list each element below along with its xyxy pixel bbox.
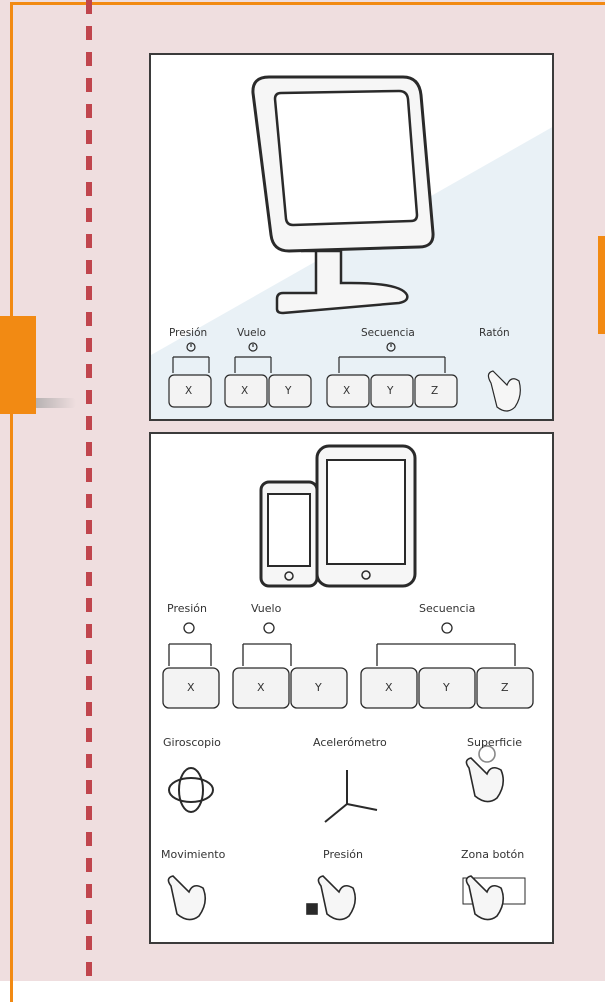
key-x: X xyxy=(187,681,195,694)
label-accelerometer: Acelerómetro xyxy=(313,736,387,749)
label-sequence: Secuencia xyxy=(419,602,475,615)
surface-hand-icon xyxy=(466,746,503,802)
label-surface: Superficie xyxy=(467,736,522,749)
tab-shadow xyxy=(36,398,76,408)
accelerometer-icon xyxy=(325,770,377,822)
label-flight: Vuelo xyxy=(237,327,266,339)
key-z: Z xyxy=(431,385,438,397)
label-press: Presión xyxy=(169,327,207,339)
label-press: Presión xyxy=(167,602,207,615)
mobile-illustration xyxy=(151,434,554,944)
key-z: Z xyxy=(501,681,509,694)
key-y: Y xyxy=(285,385,291,397)
key-y: Y xyxy=(387,385,393,397)
key-x: X xyxy=(185,385,192,397)
key-x: X xyxy=(257,681,265,694)
key-x: X xyxy=(343,385,350,397)
tablet-icon xyxy=(317,446,415,586)
key-y: Y xyxy=(315,681,322,694)
label-gyroscope: Giroscopio xyxy=(163,736,221,749)
button-zone-hand-icon xyxy=(463,876,525,920)
phone-icon xyxy=(261,482,317,586)
page-background: Presión Vuelo Secuencia Ratón X X Y X Y … xyxy=(0,0,605,981)
label-flight: Vuelo xyxy=(251,602,281,615)
label-movement: Movimiento xyxy=(161,848,225,861)
key-y: Y xyxy=(443,681,450,694)
dashed-divider xyxy=(86,0,92,981)
label-pressure: Presión xyxy=(323,848,363,861)
movement-hand-icon xyxy=(168,876,205,920)
mobile-key-diagrams xyxy=(163,623,533,708)
pressure-hand-icon xyxy=(307,876,355,920)
desktop-panel: Presión Vuelo Secuencia Ratón X X Y X Y … xyxy=(149,53,554,421)
orange-tab-left xyxy=(0,316,36,414)
key-x: X xyxy=(241,385,248,397)
label-mouse: Ratón xyxy=(479,327,510,339)
desktop-illustration xyxy=(151,55,554,421)
key-x: X xyxy=(385,681,393,694)
label-button-zone: Zona botón xyxy=(461,848,524,861)
orange-tab-right xyxy=(598,236,605,334)
label-sequence: Secuencia xyxy=(361,327,415,339)
mobile-panel: Presión Vuelo Secuencia X X Y X Y Z Giro… xyxy=(149,432,554,944)
gyroscope-icon xyxy=(169,768,213,812)
